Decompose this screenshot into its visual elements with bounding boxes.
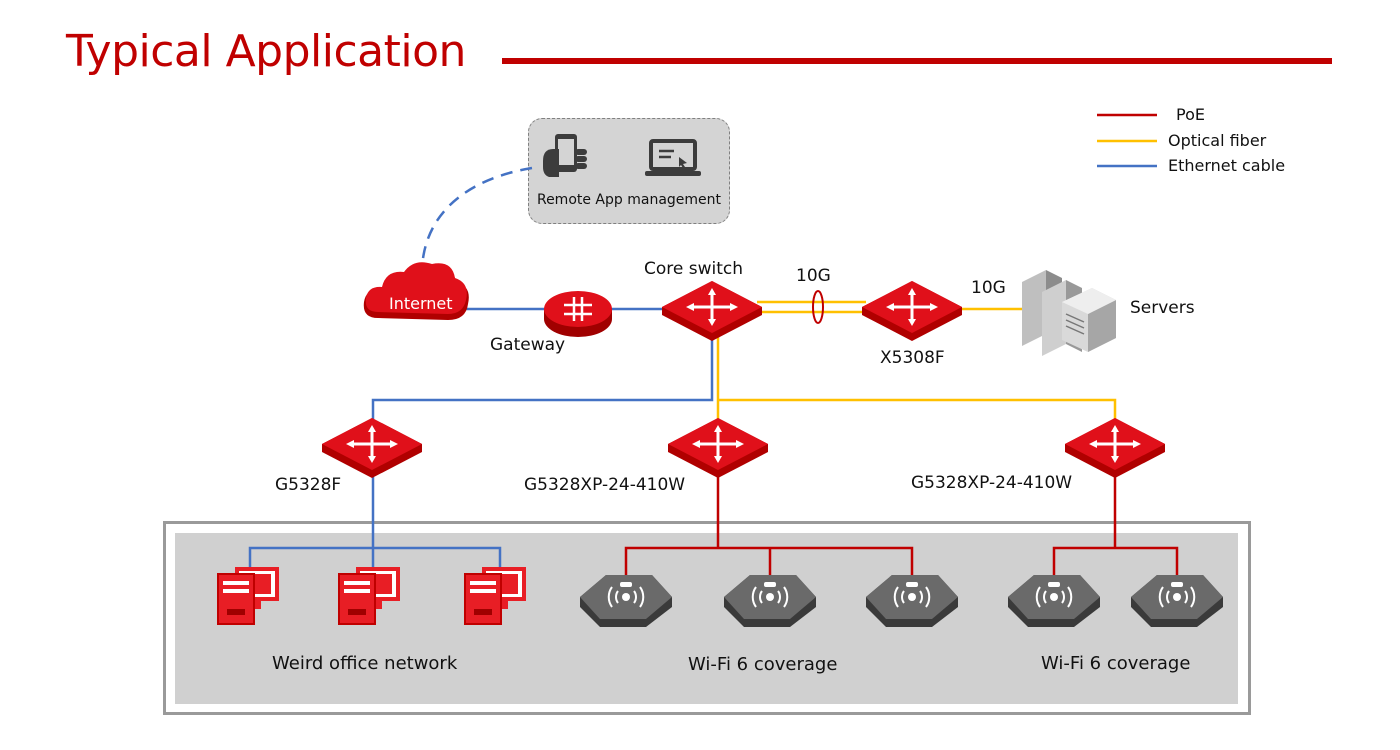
remote-link — [420, 166, 533, 279]
link-core-g5328xp-2 — [718, 398, 1117, 430]
link-office-bus — [248, 546, 502, 570]
page-title: Typical Application — [66, 26, 466, 77]
g5328f-switch-icon — [320, 416, 424, 480]
g5328f-label: G5328F — [275, 475, 342, 495]
gateway-router-icon — [544, 291, 612, 337]
pc-icon-3 — [464, 567, 526, 625]
servers-label: Servers — [1130, 298, 1195, 318]
wifi-coverage-label-2: Wi-Fi 6 coverage — [1041, 653, 1191, 674]
gateway-label: Gateway — [490, 335, 566, 355]
link-aggregation-mark — [812, 290, 824, 324]
access-point-icon-1 — [579, 574, 673, 628]
core-switch-label: Core switch — [644, 259, 744, 279]
link-speed-label-1: 10G — [796, 266, 831, 286]
wifi-coverage-label-1: Wi-Fi 6 coverage — [688, 654, 838, 675]
access-point-icon-3 — [865, 574, 959, 628]
legend-label-fiber: Optical fiber — [1168, 131, 1267, 150]
pc-icon-2 — [338, 567, 400, 625]
g5328xp-1-label: G5328XP-24-410W — [524, 475, 686, 495]
core-switch-icon — [660, 279, 764, 343]
access-point-icon-4 — [1007, 574, 1101, 628]
title-divider — [502, 58, 1332, 64]
legend-label-ethernet: Ethernet cable — [1168, 156, 1286, 175]
remote-management-box: Remote App management — [528, 118, 730, 224]
g5328xp-2-switch-icon — [1063, 416, 1167, 480]
access-point-icon-2 — [723, 574, 817, 628]
x5308f-label: X5308F — [880, 348, 945, 368]
pc-icon-1 — [217, 567, 279, 625]
phone-hand-icon — [543, 134, 587, 177]
g5328xp-1-switch-icon — [666, 416, 770, 480]
legend-label-poe: PoE — [1176, 105, 1205, 124]
laptop-icon — [645, 139, 701, 176]
office-network-label: Weird office network — [272, 653, 458, 674]
link-wifi-2-bus — [1052, 546, 1179, 578]
link-core-g5328f — [371, 336, 714, 432]
remote-label: Remote App management — [536, 192, 722, 208]
g5328xp-2-label: G5328XP-24-410W — [911, 473, 1073, 493]
link-speed-label-2: 10G — [971, 278, 1006, 298]
internet-label: Internet — [389, 294, 453, 313]
internet-cloud-icon — [363, 262, 469, 320]
servers-icon — [1022, 270, 1116, 356]
x5308f-switch-icon — [860, 279, 964, 343]
access-point-icon-5 — [1130, 574, 1224, 628]
